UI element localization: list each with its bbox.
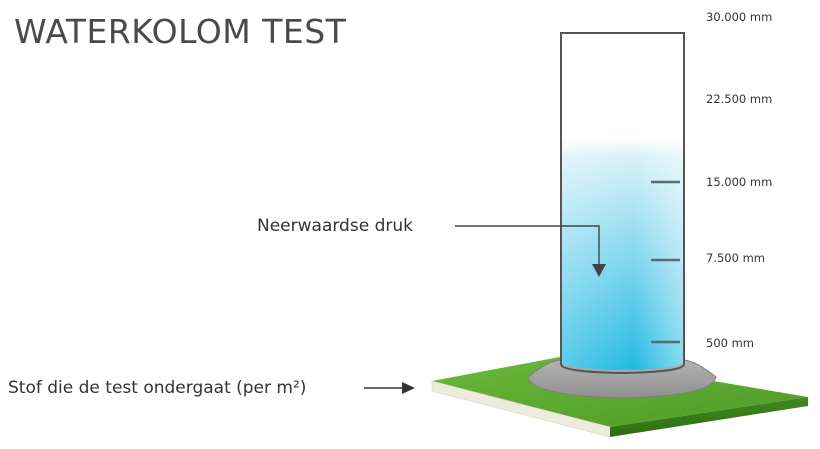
measuring-cylinder bbox=[560, 32, 685, 375]
cylinder-outline bbox=[560, 32, 685, 375]
water-highlight bbox=[562, 138, 683, 370]
scale-label-22500: 22.500 mm bbox=[706, 92, 773, 106]
water-column bbox=[562, 138, 683, 370]
scale-label-30000: 30.000 mm bbox=[706, 10, 773, 24]
scale-label-15000: 15.000 mm bbox=[706, 175, 773, 189]
pressure-label: Neerwaardse druk bbox=[257, 216, 413, 236]
arrow-down-icon bbox=[455, 225, 606, 277]
fabric-label: Stof die de test ondergaat (per m²) bbox=[8, 378, 307, 398]
scale-label-500: 500 mm bbox=[706, 336, 755, 350]
page-title: WATERKOLOM TEST bbox=[14, 12, 347, 51]
fabric-side-edge bbox=[610, 397, 808, 437]
arrow-right-icon bbox=[364, 382, 415, 394]
scale-label-7500: 7.500 mm bbox=[706, 251, 765, 265]
